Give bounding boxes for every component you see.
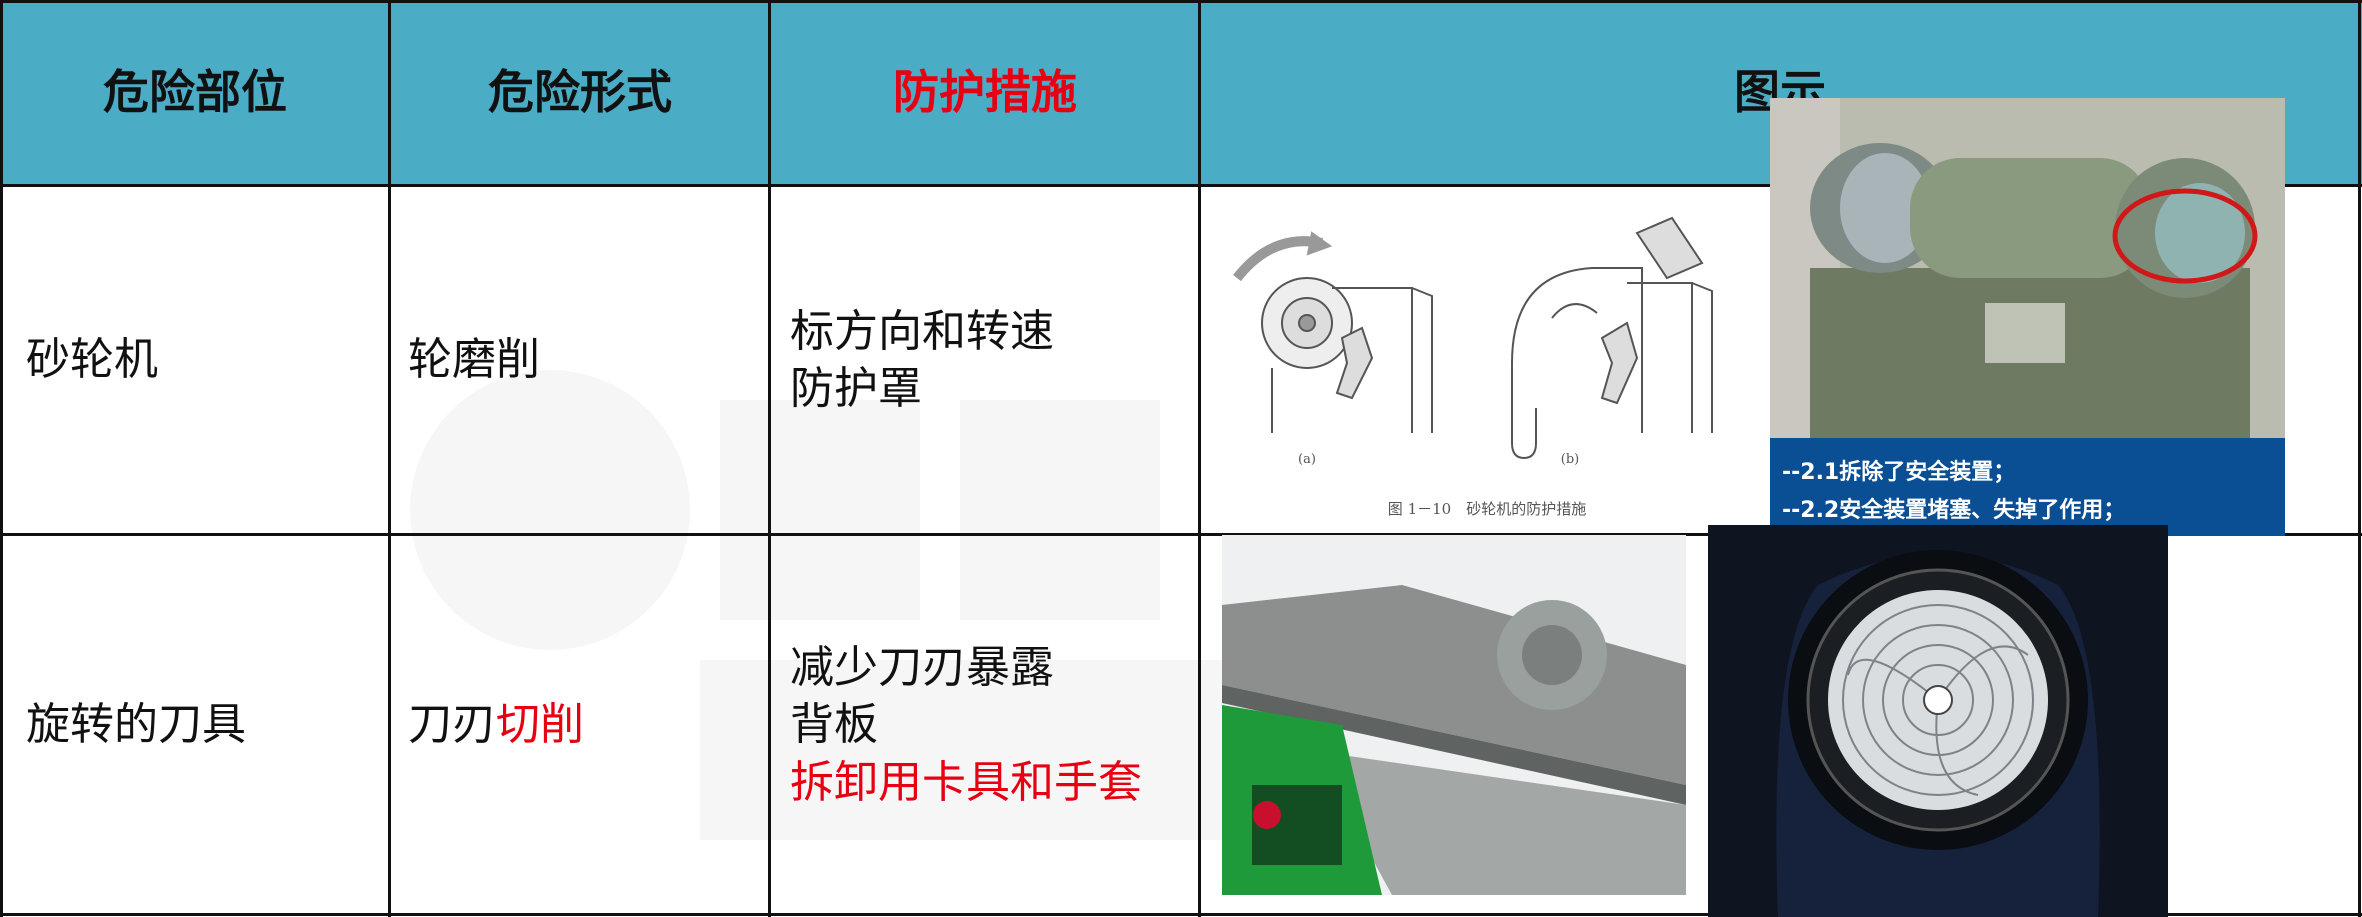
woodworking-saw-photo	[1222, 535, 1686, 895]
bench-grinder-illustration	[1770, 98, 2285, 536]
diagram-label-b: (b)	[1561, 452, 1579, 467]
grinder-caption-line-2: --2.2安全装置堵塞、失掉了作用；	[1782, 498, 2126, 523]
row1-part: 砂轮机	[26, 334, 158, 386]
row2-part: 旋转的刀具	[26, 699, 246, 751]
diagram-label-a: (a)	[1298, 452, 1316, 467]
row2-form-red: 切削	[496, 699, 584, 751]
woodworking-saw-illustration	[1222, 535, 1686, 895]
rotary-cutter-illustration	[1708, 525, 2168, 917]
row2-measure-3: 拆卸用卡具和手套	[790, 756, 1142, 808]
header-protection-measures: 防护措施	[893, 64, 1077, 119]
bench-grinder-photo: --2.1拆除了安全装置； --2.2安全装置堵塞、失掉了作用；	[1770, 98, 2285, 536]
rotary-cutter-photo	[1708, 525, 2168, 917]
row1-measure-2: 防护罩	[790, 363, 922, 414]
grinder-guard-diagram: (a) (b) 图 1－10 砂轮机的防护措施	[1212, 188, 1772, 528]
row2-measures: 减少刀刃暴露 背板 拆卸用卡具和手套	[770, 535, 1200, 915]
row1-form: 轮磨削	[408, 334, 540, 386]
header-danger-form: 危险形式	[488, 64, 672, 119]
row2-form: 刀刃切削	[408, 535, 768, 915]
diagram-caption: 图 1－10 砂轮机的防护措施	[1388, 500, 1586, 518]
row2-measure-2: 背板	[790, 699, 878, 751]
row2-form-black: 刀刃	[408, 699, 496, 751]
row1-measures: 标方向和转速 防护罩	[770, 185, 1200, 535]
row2-measure-1: 减少刀刃暴露	[790, 642, 1054, 694]
header-danger-part: 危险部位	[103, 64, 287, 119]
grinder-caption-line-1: --2.1拆除了安全装置；	[1782, 460, 2016, 485]
grinder-photo-caption: --2.1拆除了安全装置； --2.2安全装置堵塞、失掉了作用；	[1782, 454, 2125, 530]
grinder-diagram-drawing: (a) (b) 图 1－10 砂轮机的防护措施	[1233, 216, 1713, 518]
row1-measure-1: 标方向和转速	[790, 305, 1054, 357]
